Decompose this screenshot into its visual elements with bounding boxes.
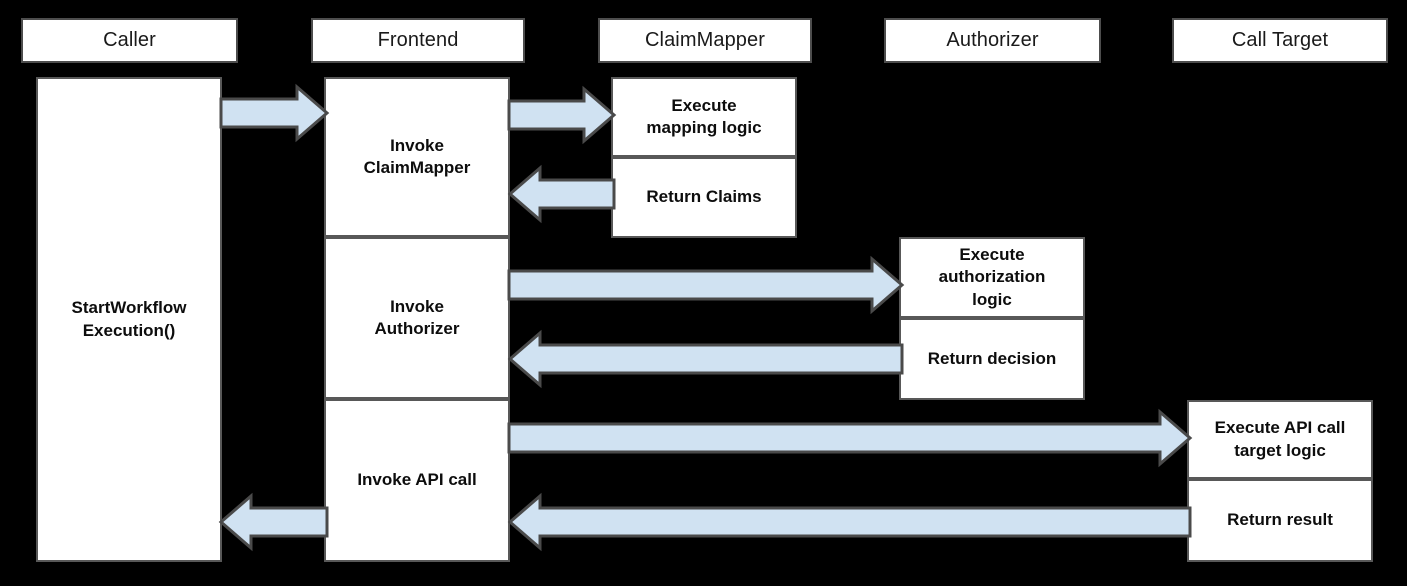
activation-frontend-invoke-claimmapper[interactable]: Invoke ClaimMapper	[324, 77, 510, 237]
msg-frontend-to-claimmapper	[507, 85, 617, 145]
actor-header-frontend[interactable]: Frontend	[311, 18, 525, 63]
activation-claimmapper-execute-mapping-logic[interactable]: Execute mapping logic	[611, 77, 797, 157]
msg-caller-to-frontend	[219, 83, 330, 143]
lifeline-caller: StartWorkflow Execution()	[36, 77, 222, 562]
arrow-shape	[507, 408, 1193, 468]
activation-authorizer-return-decision[interactable]: Return decision	[899, 318, 1085, 400]
arrow-shape	[507, 164, 616, 224]
arrow-shape	[507, 85, 617, 145]
activation-label: Execute mapping logic	[646, 95, 762, 137]
arrow-shape	[507, 492, 1192, 552]
arrow-shape	[219, 83, 330, 143]
activation-calltarget-execute-api-call-target-logic[interactable]: Execute API call target logic	[1187, 400, 1373, 479]
activation-caller-start-workflow[interactable]: StartWorkflow Execution()	[36, 77, 222, 562]
actor-label: Frontend	[377, 29, 459, 51]
activation-label: Execute API call target logic	[1214, 418, 1346, 460]
actor-label: Authorizer	[946, 29, 1039, 51]
actor-label: ClaimMapper	[644, 29, 766, 51]
actor-header-calltarget[interactable]: Call Target	[1172, 18, 1388, 63]
msg-claimmapper-to-frontend	[507, 164, 616, 224]
actor-header-caller[interactable]: Caller	[21, 18, 238, 63]
activation-label: Return result	[1227, 510, 1333, 530]
arrow-shape	[507, 255, 905, 315]
msg-frontend-to-authorizer	[507, 255, 905, 315]
actor-label: Call Target	[1231, 29, 1329, 51]
activation-frontend-invoke-api-call[interactable]: Invoke API call	[324, 399, 510, 562]
activation-frontend-invoke-authorizer[interactable]: Invoke Authorizer	[324, 237, 510, 399]
activation-label: Execute authorization logic	[938, 244, 1046, 309]
arrow-shape	[507, 329, 904, 389]
activation-label: Return decision	[927, 348, 1057, 368]
msg-frontend-to-caller	[218, 492, 329, 552]
msg-frontend-to-calltarget	[507, 408, 1193, 468]
actor-header-claimmapper[interactable]: ClaimMapper	[598, 18, 812, 63]
msg-authorizer-to-frontend	[507, 329, 904, 389]
arrow-shape	[218, 492, 329, 552]
activation-label: Invoke Authorizer	[374, 296, 460, 338]
activation-label: Invoke ClaimMapper	[363, 135, 471, 177]
activation-label: Return Claims	[646, 187, 762, 207]
msg-calltarget-to-frontend	[507, 492, 1192, 552]
actor-label: Caller	[103, 29, 156, 51]
activation-calltarget-return-result[interactable]: Return result	[1187, 479, 1373, 562]
activation-label: Invoke API call	[357, 470, 477, 490]
activation-claimmapper-return-claims[interactable]: Return Claims	[611, 157, 797, 238]
activation-label: StartWorkflow Execution()	[71, 298, 187, 340]
activation-authorizer-execute-authorization-logic[interactable]: Execute authorization logic	[899, 237, 1085, 318]
actor-header-authorizer[interactable]: Authorizer	[884, 18, 1101, 63]
